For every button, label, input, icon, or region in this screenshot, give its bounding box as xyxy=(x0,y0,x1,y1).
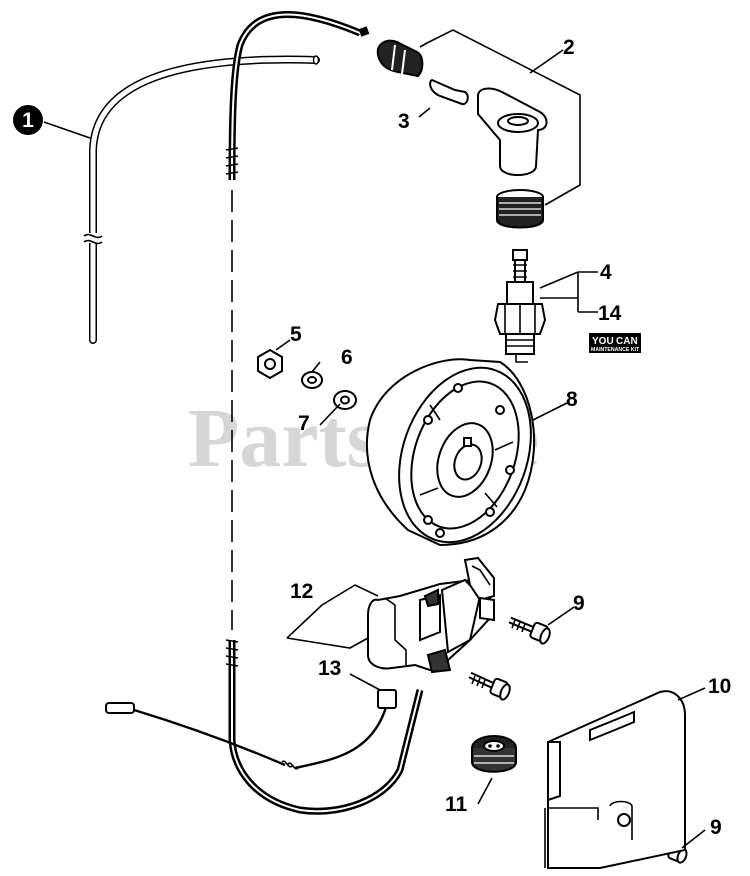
callout-9-upper: 9 xyxy=(573,592,585,615)
badge-can: CAN xyxy=(616,336,638,347)
part-9-screw-upper[interactable] xyxy=(508,616,552,645)
callout-1: 1 xyxy=(22,109,34,132)
you-can-badge: YOU CAN MAINTENANCE KIT xyxy=(589,333,641,353)
part-9-screw-middle[interactable] xyxy=(468,671,512,701)
leader-lines xyxy=(43,49,706,849)
callout-8: 8 xyxy=(566,388,578,411)
part-11-grommet[interactable] xyxy=(471,735,517,773)
part-2-plug-boot[interactable] xyxy=(376,29,581,229)
callout-14: 14 xyxy=(598,302,622,325)
ignition-cable xyxy=(225,11,424,815)
callout-6: 6 xyxy=(341,346,353,369)
callout-2: 2 xyxy=(563,36,575,59)
callout-4: 4 xyxy=(600,261,612,284)
part-12-ignition-coil[interactable] xyxy=(367,556,495,674)
part-5-nut[interactable] xyxy=(257,348,283,380)
callout-11: 11 xyxy=(445,793,468,816)
part-10-cover[interactable] xyxy=(544,690,686,869)
part-13-ground-wire[interactable] xyxy=(105,689,397,770)
part-6-lock-washer[interactable] xyxy=(301,371,323,389)
callout-9-lower: 9 xyxy=(710,816,722,839)
badge-maintenance-kit: MAINTENANCE KIT xyxy=(591,347,640,353)
spark-plug[interactable] xyxy=(493,249,547,363)
callout-13: 13 xyxy=(318,657,341,680)
callout-12: 12 xyxy=(290,580,313,603)
badge-you: YOU xyxy=(592,336,614,347)
callout-7: 7 xyxy=(298,412,310,435)
callout-1-circle xyxy=(13,105,43,135)
callout-10: 10 xyxy=(708,675,731,698)
callout-5: 5 xyxy=(290,323,302,346)
part-1-tube[interactable] xyxy=(83,55,320,344)
part-8-flywheel[interactable] xyxy=(366,349,554,561)
callout-3: 3 xyxy=(398,110,410,133)
